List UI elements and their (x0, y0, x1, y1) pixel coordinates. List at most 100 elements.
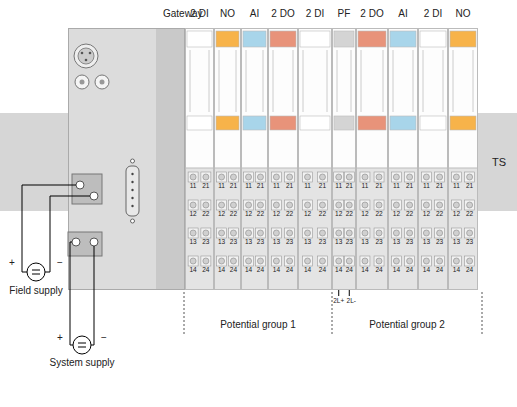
slice-type: 2 DI (190, 8, 208, 20)
module-body (6, 258, 66, 306)
terminal-number: 14 (335, 267, 342, 274)
terminal-number: 14 (189, 267, 196, 274)
terminal-number: 13 (218, 239, 225, 246)
terminal-number: 24 (202, 267, 209, 274)
module-body (214, 28, 241, 290)
terminal-number: 23 (375, 239, 382, 246)
terminal-number: 23 (466, 239, 473, 246)
rail-label: TS (492, 157, 506, 168)
terminal-number: 14 (423, 267, 430, 274)
gateway-module: Gateway (68, 28, 185, 290)
terminal-number: 24 (257, 267, 264, 274)
terminal-number: 12 (393, 211, 400, 218)
terminal-number: 13 (393, 239, 400, 246)
terminal-number: 13 (304, 239, 311, 246)
terminal-number: 14 (218, 267, 225, 274)
terminal-number: 11 (273, 183, 280, 190)
supply-label: System supply (49, 357, 114, 369)
slice-type: NO (220, 8, 235, 20)
io-slice: PF11211222132314242L+2L- (332, 28, 356, 290)
wire-path (94, 290, 95, 333)
terminal-number: 12 (304, 211, 311, 218)
terminal-number: 24 (466, 267, 473, 274)
terminal-number: 12 (218, 211, 225, 218)
io-slice: 2 DI1121122213231424 (418, 28, 448, 290)
terminal-number: 12 (189, 211, 196, 218)
terminal-number: 24 (230, 267, 237, 274)
io-slice: 2 DI1121122213231424 (298, 28, 332, 290)
supply-wire (22, 185, 68, 258)
terminal-number: 21 (436, 183, 443, 190)
module-body (185, 28, 214, 290)
module-body (241, 28, 268, 290)
terminal-number: 22 (230, 211, 237, 218)
terminal-number: 14 (245, 267, 252, 274)
terminal-number: 23 (406, 239, 413, 246)
slice-type: 2 DI (424, 8, 442, 20)
terminal-number: 13 (245, 239, 252, 246)
terminal-number: 23 (436, 239, 443, 246)
terminal-number: 21 (257, 183, 264, 190)
terminal-number: 11 (453, 183, 460, 190)
terminal-number: 21 (466, 183, 473, 190)
wire-path (50, 196, 68, 258)
terminal-number: 12 (273, 211, 280, 218)
slice-type: NO (456, 8, 471, 20)
module-body (68, 28, 185, 290)
wire-path (22, 185, 68, 258)
terminal-number: 23 (319, 239, 326, 246)
terminal-number: 22 (436, 211, 443, 218)
terminal-number: 22 (375, 211, 382, 218)
terminal-number: 12 (335, 211, 342, 218)
terminal-number: 23 (202, 239, 209, 246)
terminal-number: 11 (190, 183, 197, 190)
terminal-number: 24 (436, 267, 443, 274)
terminal-number: 13 (423, 239, 430, 246)
group-separators (184, 292, 482, 334)
terminal-number: 22 (286, 211, 293, 218)
terminal-number: 22 (406, 211, 413, 218)
terminal-number: 11 (304, 183, 311, 190)
terminal-number: 13 (189, 239, 196, 246)
slice-type: AI (398, 8, 407, 20)
io-slice: NO1121122213231424 (214, 28, 241, 290)
terminal-number: 13 (361, 239, 368, 246)
potential-label: 2L+ (333, 298, 344, 305)
slice-type: AI (250, 8, 259, 20)
io-slice: 2 DI1121122213231424 (185, 28, 214, 290)
terminal-number: 23 (286, 239, 293, 246)
terminal-number: 24 (319, 267, 326, 274)
slice-type: 2 DI (306, 8, 324, 20)
terminal-number: 12 (361, 211, 368, 218)
module-body (448, 28, 478, 290)
polarity-sign: − (57, 258, 63, 268)
terminal-number: 22 (319, 211, 326, 218)
terminal-number: 24 (286, 267, 293, 274)
module-body (388, 28, 418, 290)
io-slice: AI1121122213231424 (388, 28, 418, 290)
polarity-sign: + (9, 258, 15, 268)
terminal-number: 11 (393, 183, 400, 190)
io-slice: 2 DO1121122213231424 (356, 28, 388, 290)
terminal-number: 11 (362, 183, 369, 190)
terminal-number: 14 (453, 267, 460, 274)
terminal-number: 21 (202, 183, 209, 190)
terminal-number: 22 (257, 211, 264, 218)
module-body (418, 28, 448, 290)
slice-type: PF (338, 8, 351, 20)
wire-path (70, 290, 71, 333)
module-body (298, 28, 332, 290)
terminal-number: 11 (218, 183, 225, 190)
terminal-number: 21 (406, 183, 413, 190)
terminal-number: 22 (346, 211, 353, 218)
terminal-number: 23 (346, 239, 353, 246)
polarity-sign: − (101, 333, 107, 343)
terminal-number: 23 (257, 239, 264, 246)
terminal-number: 21 (230, 183, 237, 190)
terminal-number: 12 (245, 211, 252, 218)
potential-label: 2L- (347, 298, 356, 305)
terminal-number: 21 (319, 183, 326, 190)
terminal-number: 14 (273, 267, 280, 274)
io-slice: 2 DO1121122213231424 (268, 28, 298, 290)
supply-label: Field supply (9, 285, 62, 297)
